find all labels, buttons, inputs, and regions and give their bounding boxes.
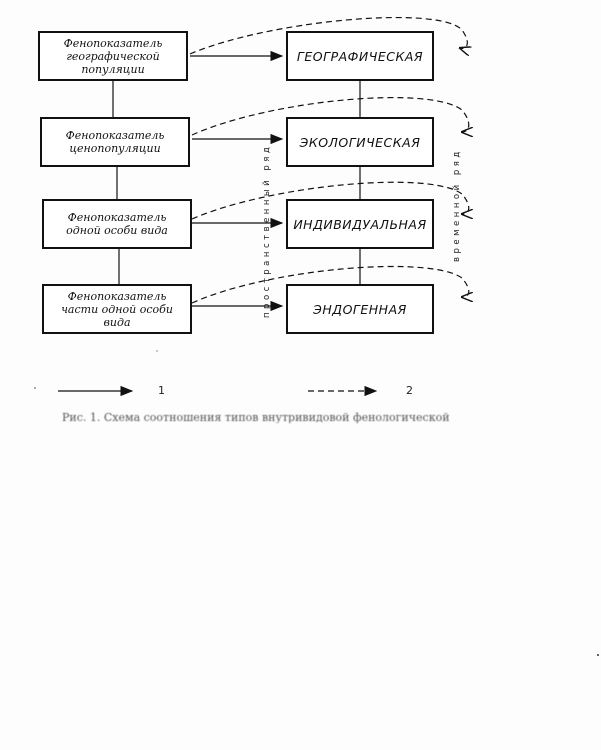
left-box-part-of-individual: Фенопоказатель части одной особи вида xyxy=(42,284,192,334)
spatial-series-label: пространственный ряд xyxy=(262,143,272,318)
right-box-geographic: ГЕОГРАФИЧЕСКАЯ xyxy=(286,31,434,81)
left-box-individual: Фенопоказатель одной особи вида xyxy=(42,199,192,249)
right-box-ecological: ЭКОЛОГИЧЕСКАЯ xyxy=(286,117,434,167)
right-box-endogenous: ЭНДОГЕННАЯ xyxy=(286,284,434,334)
dashed-arrow-1 xyxy=(189,16,467,54)
dashed-arrow-4 xyxy=(191,265,469,304)
scan-speck xyxy=(597,654,599,656)
right-box-label: ГЕОГРАФИЧЕСКАЯ xyxy=(296,48,424,64)
left-box-label: Фенопоказатель одной особи вида xyxy=(66,211,168,237)
figure-caption: Рис. 1. Схема соотношения типов внутриви… xyxy=(62,411,450,423)
left-box-geographic-population: Фенопоказатель географической популяции xyxy=(38,31,188,81)
dashed-arrow-2 xyxy=(191,96,469,135)
left-box-label: Фенопоказатель части одной особи вида xyxy=(61,289,173,329)
right-box-label: ЭКОЛОГИЧЕСКАЯ xyxy=(299,134,421,150)
right-box-label: ИНДИВИДУАЛЬНАЯ xyxy=(293,216,427,232)
dashed-arrow-3 xyxy=(191,181,469,220)
right-box-label: ЭНДОГЕННАЯ xyxy=(313,301,407,317)
right-box-individual: ИНДИВИДУАЛЬНАЯ xyxy=(286,199,434,249)
scan-speck xyxy=(34,387,36,389)
left-box-label: Фенопоказатель географической популяции xyxy=(63,36,163,76)
left-box-cenopopulation: Фенопоказатель ценопопуляции xyxy=(40,117,190,167)
legend-label-solid: 1 xyxy=(158,384,165,397)
left-box-label: Фенопоказатель ценопопуляции xyxy=(65,129,165,155)
legend-label-dashed: 2 xyxy=(406,384,413,397)
temporal-series-label: временной ряд xyxy=(452,148,462,262)
scan-speck xyxy=(156,350,158,352)
